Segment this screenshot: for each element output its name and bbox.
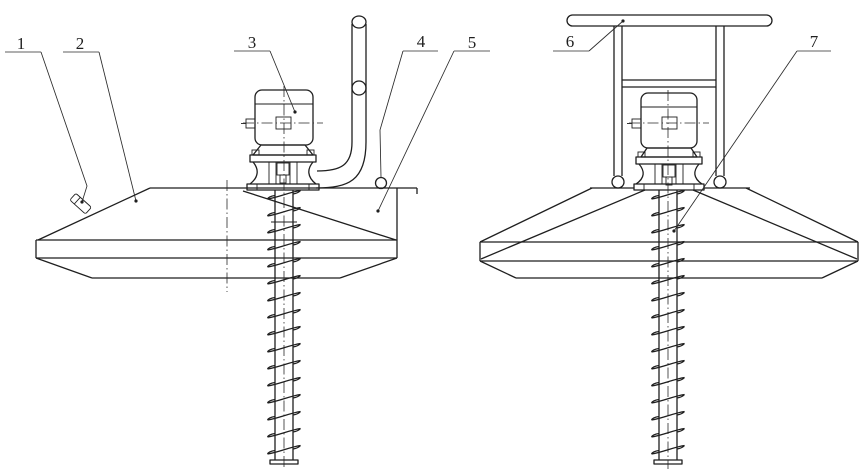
pontoon-bottom — [479, 260, 859, 279]
motor-assembly-right — [627, 92, 709, 191]
callout-number: 2 — [76, 34, 85, 53]
auger-flights — [266, 189, 302, 455]
auger-end-plate — [653, 459, 683, 465]
pipe-mid-joint — [351, 80, 367, 96]
callout-leader — [269, 50, 296, 113]
callout-number: 7 — [810, 32, 819, 51]
motor-assembly — [241, 89, 323, 191]
flange-nub-right — [306, 149, 315, 156]
callout-number: 1 — [17, 34, 26, 53]
callout-leader — [40, 51, 88, 203]
float-pontoon-right — [479, 241, 859, 279]
motor-base-taper — [252, 144, 314, 156]
frame-foot-roller-left — [611, 175, 625, 189]
callout-leader — [379, 50, 404, 178]
callout-leader — [98, 51, 137, 202]
callout-3: 3 — [234, 33, 297, 114]
right-view — [479, 14, 859, 469]
deck-left-slant — [37, 187, 151, 241]
leader-dot — [376, 209, 380, 213]
gear-pedestal — [246, 161, 320, 191]
callouts: 1 2 3 4 5 6 — [5, 19, 831, 233]
cone-outer-edges — [479, 187, 859, 243]
callout-1: 1 — [5, 34, 88, 204]
pontoon-band — [479, 241, 859, 262]
motor-body — [640, 92, 698, 149]
callout-number: 5 — [468, 33, 477, 52]
motor-shaft-stub — [631, 118, 642, 129]
cone-inner-edges — [480, 189, 858, 260]
frame-top-bar — [566, 14, 773, 27]
pontoon-band — [35, 188, 398, 259]
pipe-bend-inner — [316, 141, 353, 172]
callout-number: 4 — [417, 32, 426, 51]
motor-body — [254, 89, 314, 146]
pipe-bend-outer — [315, 141, 367, 189]
cable-gland — [374, 176, 388, 190]
callout-number: 3 — [248, 33, 257, 52]
gear-pedestal — [633, 163, 705, 191]
callout-number: 6 — [566, 32, 575, 51]
left-view — [35, 15, 418, 469]
callout-7: 7 — [672, 32, 831, 233]
hopper-cone — [479, 187, 859, 260]
leader-dot — [672, 229, 676, 233]
cable-conduit-pipe — [315, 15, 388, 190]
frame-foot-roller-right — [713, 175, 727, 189]
frame-crossbar — [622, 79, 716, 88]
callout-leader — [588, 20, 624, 52]
flange-nub-left — [637, 151, 646, 158]
deck-line — [150, 187, 418, 194]
screw-auger-right — [650, 90, 686, 469]
auger-flights — [650, 189, 686, 455]
nozzle-fitting — [70, 193, 92, 214]
callout-2: 2 — [63, 34, 138, 203]
support-frame — [566, 14, 773, 189]
callout-4: 4 — [379, 32, 438, 178]
pipe-top-cap — [351, 15, 367, 29]
frame-legs — [613, 26, 725, 176]
leader-dot — [134, 199, 138, 203]
screw-auger-left — [266, 86, 302, 469]
leader-dot — [80, 200, 84, 204]
auger-end-plate — [269, 459, 299, 465]
flange-nub-right — [692, 151, 701, 158]
float-pontoon — [35, 180, 418, 292]
pontoon-bottom — [35, 257, 398, 279]
callout-leader — [377, 50, 455, 212]
leader-dot — [293, 110, 297, 114]
inner-baffle-line — [242, 190, 397, 241]
flange-nub-left — [251, 149, 260, 156]
callout-leader — [673, 50, 798, 232]
motor-shaft-stub — [245, 118, 256, 129]
callout-6: 6 — [553, 19, 625, 52]
leader-dot — [621, 19, 625, 23]
motor-base-taper — [640, 147, 698, 158]
pedestal-flange — [249, 154, 317, 163]
callout-5: 5 — [376, 33, 490, 213]
pedestal-flange — [635, 156, 703, 165]
